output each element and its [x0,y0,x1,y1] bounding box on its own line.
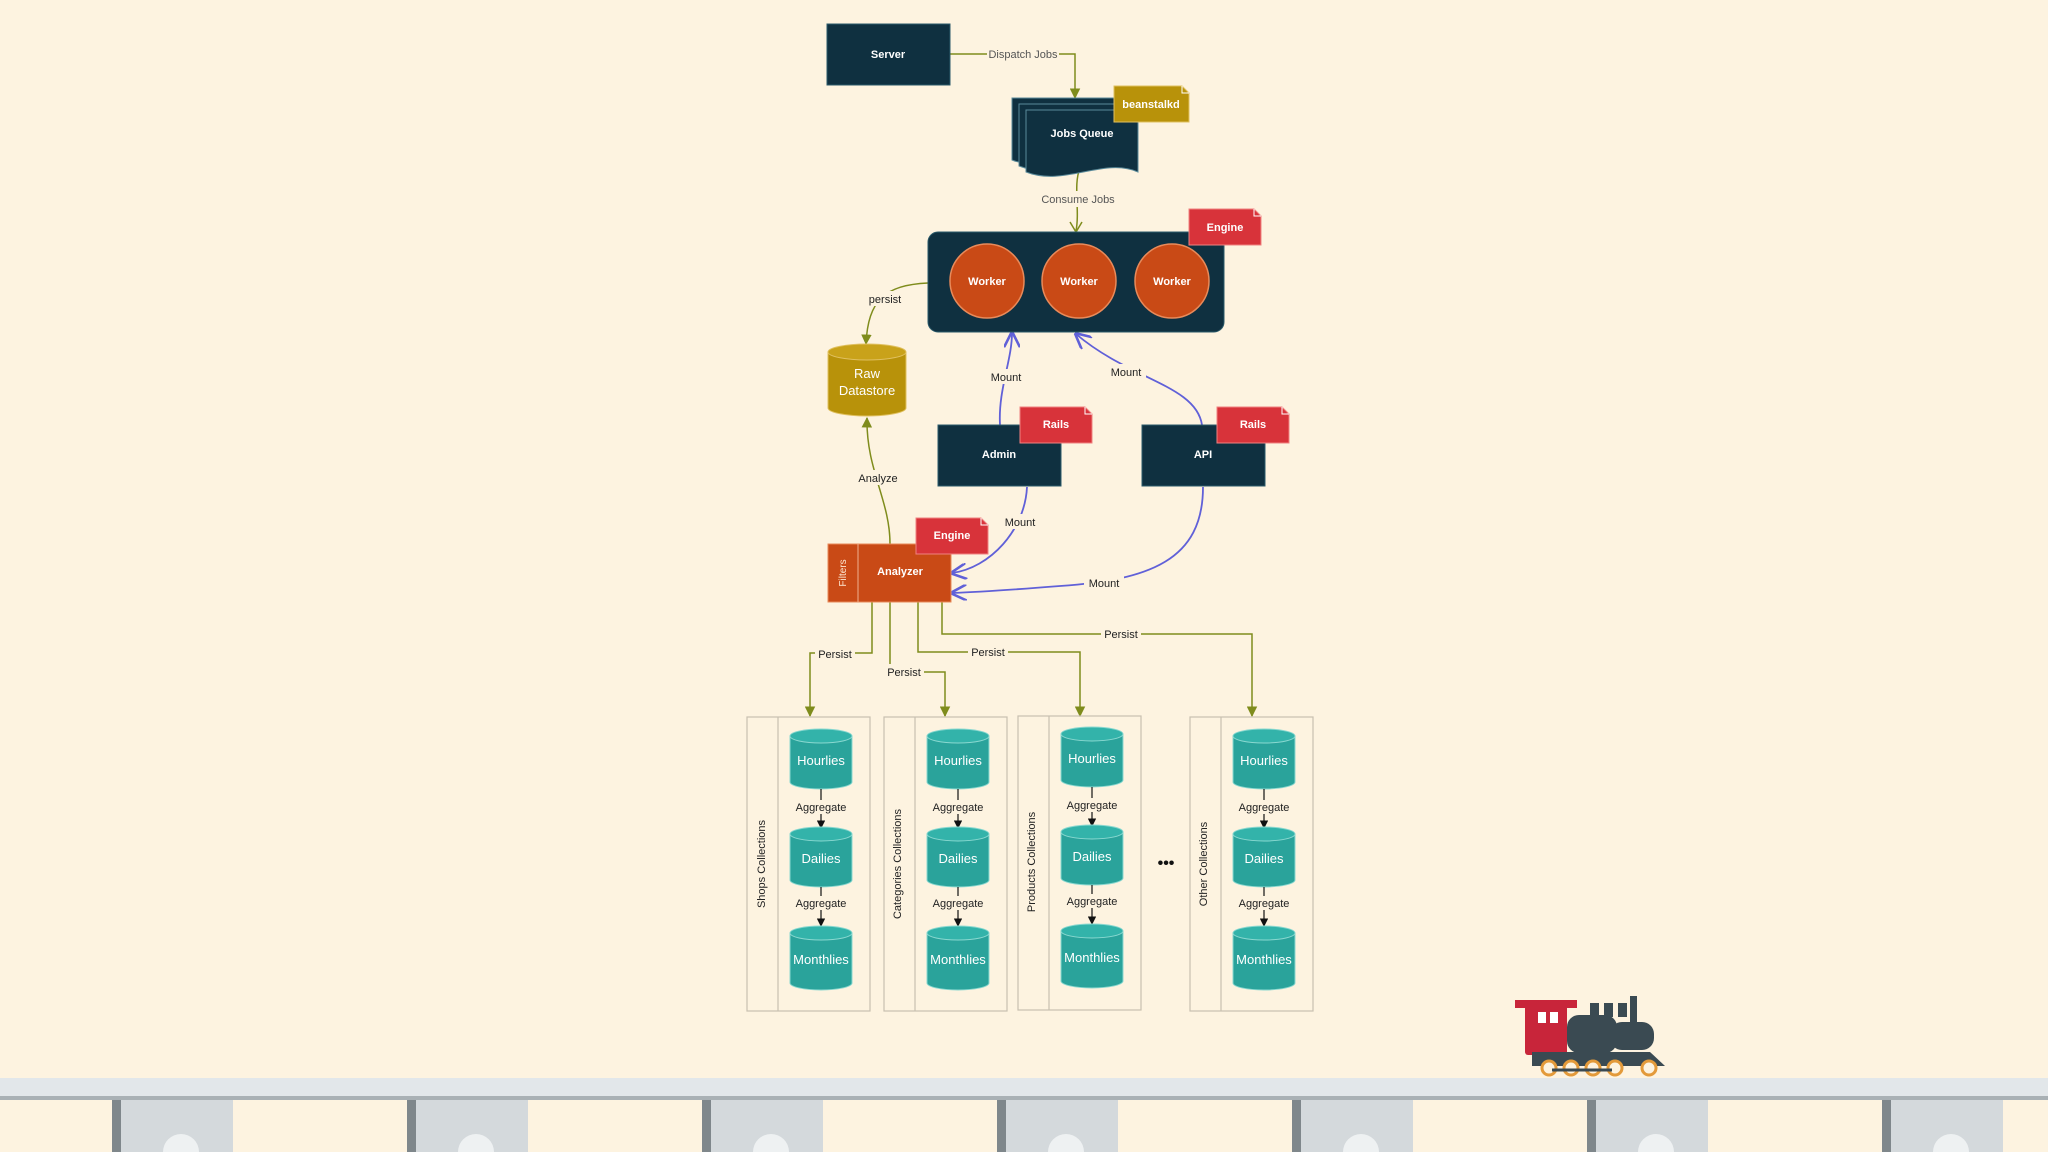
hourlies-label: Hourlies [1240,753,1288,768]
collection-shops[interactable]: Shops Collections Hourlies Aggregate Dai… [746,716,871,1012]
beanstalkd-label: beanstalkd [1122,99,1179,111]
hourlies-label: Hourlies [797,753,845,768]
aggregate-label: Aggregate [1239,898,1290,910]
dailies-db[interactable]: Dailies [1232,826,1296,888]
hourlies-db[interactable]: Hourlies [926,728,990,790]
engine-tag-label: Engine [1207,222,1244,234]
admin-rails-tag: Rails [1019,406,1093,444]
edge-label-dispatch-jobs: Dispatch Jobs [988,49,1058,61]
hourlies-db[interactable]: Hourlies [1232,728,1296,790]
rails-tag-label: Rails [1043,419,1069,431]
edge-label-mount: Mount [1111,367,1142,379]
dailies-db[interactable]: Dailies [789,826,853,888]
worker-label: Worker [968,276,1006,288]
monthlies-db[interactable]: Monthlies [1232,925,1296,991]
monthlies-db[interactable]: Monthlies [789,925,853,991]
analyzer-side-label: Filters [838,559,849,586]
hourlies-db[interactable]: Hourlies [1060,726,1124,788]
hourlies-label: Hourlies [1068,751,1116,766]
aggregate-label: Aggregate [1067,896,1118,908]
collection-title: Shops Collections [756,819,768,908]
raw-datastore-node[interactable]: Raw Datastore [827,343,907,417]
monthlies-label: Monthlies [1236,952,1292,967]
edge-persist-products: Persist [917,602,1086,718]
edge-label-persist: Persist [971,647,1005,659]
monthlies-db[interactable]: Monthlies [926,925,990,991]
collection-title: Products Collections [1026,811,1038,912]
edge-label-mount: Mount [991,372,1022,384]
edge-mount-admin-analyzer: Mount [952,486,1040,573]
server-label: Server [871,49,906,61]
aggregate-label: Aggregate [796,802,847,814]
api-rails-tag: Rails [1216,406,1290,444]
dailies-label: Dailies [938,851,978,866]
edge-dispatch-jobs: Dispatch Jobs [950,46,1081,100]
analyzer-label: Analyzer [877,566,924,578]
aggregate-label: Aggregate [1239,802,1290,814]
dailies-db[interactable]: Dailies [926,826,990,888]
aggregate-label: Aggregate [933,802,984,814]
collection-title: Other Collections [1198,821,1210,906]
server-node[interactable]: Server [826,23,951,86]
engine-tag-top: Engine [1188,208,1262,246]
edge-label-persist: persist [869,294,901,306]
engine-tag-bottom: Engine [915,517,989,555]
raw-datastore-label-line1: Raw [854,366,881,381]
collection-other[interactable]: Other Collections Hourlies Aggregate Dai… [1189,716,1314,1012]
beanstalkd-tag: beanstalkd [1113,85,1190,123]
monthlies-db[interactable]: Monthlies [1060,923,1124,989]
worker-label: Worker [1153,276,1191,288]
edge-mount-api-analyzer: Mount [952,486,1204,593]
admin-label: Admin [982,449,1017,461]
jobs-queue-node[interactable]: Jobs Queue [1011,97,1139,177]
monthlies-label: Monthlies [793,952,849,967]
hourlies-label: Hourlies [934,753,982,768]
edge-label-analyze: Analyze [858,473,897,485]
edge-persist-other: Persist [941,602,1258,718]
rail-supports [112,1100,2003,1152]
edge-mount-admin-worker: Mount [986,333,1026,426]
worker-node-1[interactable]: Worker [949,243,1025,319]
collection-title: Categories Collections [892,808,904,919]
dailies-db[interactable]: Dailies [1060,824,1124,886]
collection-products[interactable]: Products Collections Hourlies Aggregate … [1017,715,1142,1011]
raw-datastore-label-line2: Datastore [839,383,895,398]
edge-analyze: Analyze [855,416,901,545]
edge-label-mount: Mount [1089,578,1120,590]
collection-categories[interactable]: Categories Collections Hourlies Aggregat… [883,716,1008,1012]
api-label: API [1194,449,1212,461]
edge-label-persist: Persist [887,667,921,679]
locomotive-icon [1515,996,1665,1077]
worker-node-3[interactable]: Worker [1134,243,1210,319]
more-collections-ellipsis: ••• [1158,855,1175,872]
monthlies-label: Monthlies [930,952,986,967]
edge-persist-shops: Persist [804,602,873,718]
aggregate-label: Aggregate [1067,800,1118,812]
edge-persist-categories: Persist [884,602,951,718]
edge-label-persist: Persist [818,649,852,661]
monthlies-label: Monthlies [1064,950,1120,965]
dailies-label: Dailies [1244,851,1284,866]
edge-label-consume-jobs: Consume Jobs [1041,194,1115,206]
aggregate-label: Aggregate [933,898,984,910]
edge-persist-raw: persist [861,282,929,346]
edge-label-persist: Persist [1104,629,1138,641]
hourlies-db[interactable]: Hourlies [789,728,853,790]
rail-track [0,1078,2048,1152]
edge-label-mount: Mount [1005,517,1036,529]
engine-tag-label: Engine [934,530,971,542]
worker-label: Worker [1060,276,1098,288]
aggregate-label: Aggregate [796,898,847,910]
jobs-queue-label: Jobs Queue [1051,128,1114,140]
rails-tag-label: Rails [1240,419,1266,431]
dailies-label: Dailies [801,851,841,866]
worker-node-2[interactable]: Worker [1041,243,1117,319]
dailies-label: Dailies [1072,849,1112,864]
edge-mount-api-worker: Mount [1076,334,1203,426]
edge-consume-jobs: Consume Jobs [1038,167,1118,234]
